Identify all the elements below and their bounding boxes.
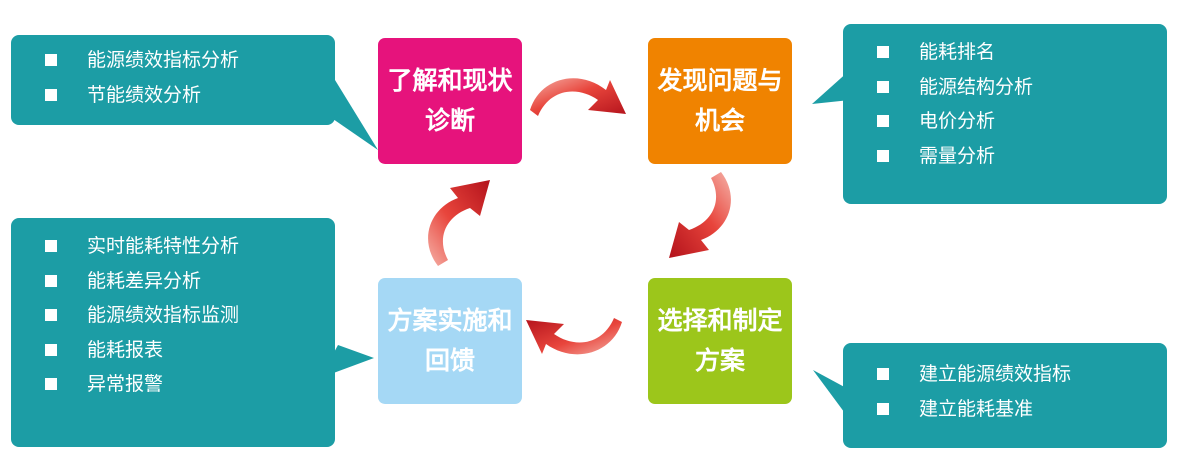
list-item-label: 能耗排名 (919, 41, 996, 63)
bullet-square (877, 149, 889, 162)
callout-bottom-right: 建立能源绩效指标 建立能耗基准 (843, 343, 1167, 448)
stage-diagnose: 了解和现状诊断 (378, 38, 522, 164)
bullet-square (45, 378, 57, 390)
list-item-label: 异常报警 (87, 373, 164, 395)
stage-plan: 选择和制定方案 (648, 278, 792, 404)
callout-top-left: 能源绩效指标分析 节能绩效分析 (11, 35, 335, 125)
stage-label: 选择和制定方案 (657, 306, 783, 375)
list-item: 能源绩效指标分析 (11, 43, 335, 78)
list-item: 需量分析 (843, 139, 1167, 174)
bullet-square (45, 54, 57, 66)
list-item-label: 实时能耗特性分析 (87, 235, 240, 257)
list-item-label: 节能绩效分析 (87, 83, 202, 106)
bullet-square (45, 274, 57, 287)
bullet-square (45, 88, 57, 101)
list-item-label: 能耗差异分析 (87, 269, 202, 292)
list-item-label: 电价分析 (919, 110, 996, 132)
bullet-square (877, 402, 889, 415)
list-item: 能源结构分析 (843, 70, 1167, 105)
list-item: 异常报警 (11, 367, 335, 402)
list-item: 建立能源绩效指标 (843, 357, 1167, 392)
bullet-square (45, 309, 57, 321)
list-item-label: 能耗报表 (87, 338, 164, 361)
cycle-arrow-icon (669, 172, 731, 258)
stage-discover: 发现问题与机会 (648, 38, 792, 164)
cycle-arrow-icon (530, 78, 626, 116)
list-item: 电价分析 (843, 104, 1167, 139)
cycle-arrow-icon (526, 318, 622, 355)
list-item-label: 能源结构分析 (919, 75, 1034, 98)
bullet-square (877, 80, 889, 93)
bullet-square (877, 368, 889, 380)
list-item: 能耗排名 (843, 35, 1167, 70)
list-item: 节能绩效分析 (11, 78, 335, 113)
list-item-label: 需量分析 (919, 144, 996, 167)
callout-top-right: 能耗排名 能源结构分析 电价分析 需量分析 (843, 24, 1167, 204)
bullet-square (45, 343, 57, 356)
list-item-label: 能源绩效指标分析 (87, 49, 240, 71)
list-item: 能耗报表 (11, 333, 335, 368)
list-item: 建立能耗基准 (843, 392, 1167, 427)
pointer-top-right (812, 70, 850, 104)
callout-bottom-left: 实时能耗特性分析 能耗差异分析 能源绩效指标监测 能耗报表 异常报警 (11, 218, 335, 447)
bullet-square (877, 115, 889, 127)
list-item-label: 建立能源绩效指标 (919, 363, 1072, 385)
bullet-square (877, 46, 889, 58)
bullet-square (45, 240, 57, 252)
stage-label: 方案实施和回馈 (387, 306, 513, 375)
list-item-label: 能源绩效指标监测 (87, 304, 240, 326)
list-item-label: 建立能耗基准 (919, 397, 1034, 420)
stage-label: 发现问题与机会 (657, 66, 783, 135)
stage-implement: 方案实施和回馈 (378, 278, 522, 404)
cycle-arrow-icon (428, 180, 490, 266)
list-item: 实时能耗特性分析 (11, 229, 335, 264)
list-item: 能源绩效指标监测 (11, 298, 335, 333)
pointer-bottom-right (813, 370, 850, 420)
list-item: 能耗差异分析 (11, 264, 335, 299)
stage-label: 了解和现状诊断 (387, 66, 513, 135)
